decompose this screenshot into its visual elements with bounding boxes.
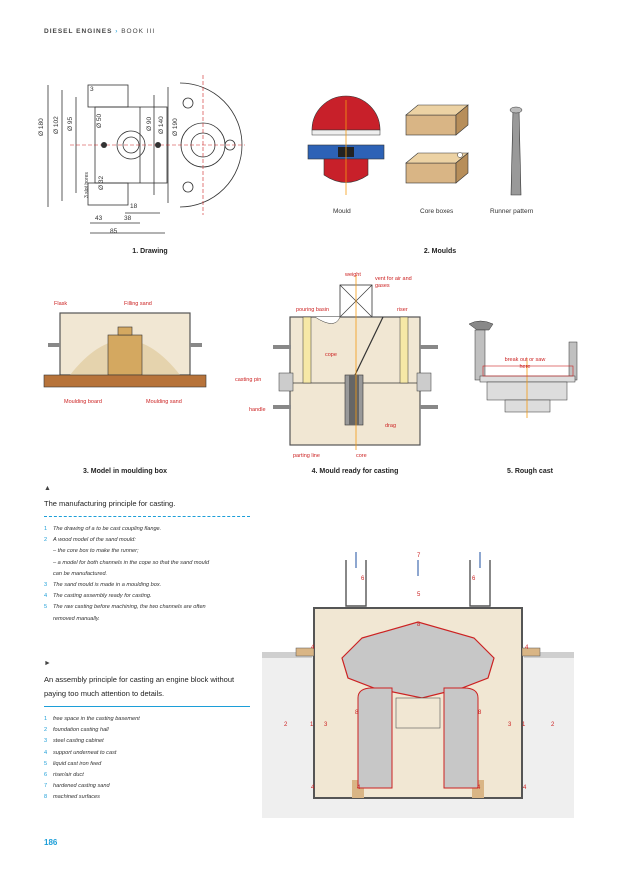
fig3-filling-sand-label: Filling sand xyxy=(124,301,152,307)
dim-d32: Ø 32 xyxy=(98,175,105,190)
engine-label-1-left: 1 xyxy=(310,722,314,728)
engine-label-5: 5 xyxy=(417,592,421,598)
engine-label-7: 7 xyxy=(417,553,421,559)
header-book-title: DIESEL ENGINES xyxy=(44,28,113,35)
dim-43: 43 xyxy=(95,215,103,222)
running-header: DIESEL ENGINES › BOOK III xyxy=(44,28,155,35)
section2-marker: ► xyxy=(44,660,51,667)
engine-label-1-right: 1 xyxy=(522,722,526,728)
engine-block-casting-figure xyxy=(262,552,574,818)
engine-label-3-left: 3 xyxy=(324,722,328,728)
header-separator: › xyxy=(115,28,119,35)
fig4-parting-line-label: parting line xyxy=(293,453,320,459)
fig2-runner-pattern-label: Runner pattern xyxy=(490,208,534,215)
fig4-pouring-basin-label: pouring basin xyxy=(296,307,330,313)
fig4-riser-label: riser xyxy=(397,307,408,313)
engine-label-2-right: 2 xyxy=(551,722,555,728)
fig4-casting-pin-label: casting pin xyxy=(235,377,262,383)
list-item: removed manually. xyxy=(53,615,100,622)
fig3-moulding-board-label: Moulding board xyxy=(64,399,102,405)
engine-label-4-top-right: 4 xyxy=(525,645,529,651)
dim-85: 85 xyxy=(110,228,118,235)
engine-label-6-right: 6 xyxy=(472,576,476,582)
engine-label-8-left: 8 xyxy=(355,710,359,716)
dim-d140: Ø 140 xyxy=(158,116,165,134)
section2-heading-line2: paying too much attention to details. xyxy=(44,689,165,698)
fig5-break-out-label: break out or saw here xyxy=(504,357,546,370)
section1-divider xyxy=(44,516,250,517)
engine-label-4-bottom-2: 4 xyxy=(357,785,361,791)
fig3-caption: 3. Model in moulding box xyxy=(83,468,167,475)
fig4-weight-label: weight xyxy=(345,272,361,278)
dim-38: 38 xyxy=(124,215,132,222)
dim-vertical-label: 3 slot bores xyxy=(84,172,90,198)
engine-label-4-bottom-3: 4 xyxy=(477,785,481,791)
section2-divider xyxy=(44,706,250,707)
dim-18: 18 xyxy=(130,203,138,210)
header-book-number: BOOK III xyxy=(121,28,156,35)
engine-label-3-right: 3 xyxy=(508,722,512,728)
dim-d90: Ø 90 xyxy=(146,116,153,131)
dim-3: 3 xyxy=(90,86,94,93)
fig3-moulding-box xyxy=(43,312,207,388)
list-item: – a model for both channels in the cope … xyxy=(53,559,210,566)
engine-label-4-bottom-4: 4 xyxy=(523,785,527,791)
fig2-mould-label: Mould xyxy=(333,208,351,215)
fig4-vent-label: vent for air and gases xyxy=(375,276,412,289)
dim-d95: Ø 95 xyxy=(67,116,74,131)
engine-label-8-top: 8 xyxy=(417,622,421,628)
section2-heading-line1: An assembly principle for casting an eng… xyxy=(44,675,235,684)
dim-d50: Ø 50 xyxy=(96,113,103,128)
fig4-mould-ready xyxy=(273,275,438,450)
fig1-caption: 1. Drawing xyxy=(132,248,168,255)
fig5-caption: 5. Rough cast xyxy=(507,468,553,475)
dim-d102: Ø 102 xyxy=(53,116,60,134)
engine-label-4-bottom-1: 4 xyxy=(311,785,315,791)
fig5-rough-cast xyxy=(468,320,578,418)
section1-marker: ▲ xyxy=(44,485,51,492)
fig4-drag-label: drag xyxy=(385,423,397,429)
fig2-core-boxes-label: Core boxes xyxy=(420,208,454,215)
page-number: 186 xyxy=(44,838,58,847)
fig4-handle-label: handle xyxy=(249,407,266,413)
fig3-flask-label: Flask xyxy=(54,301,68,307)
engine-label-8-right: 8 xyxy=(478,710,482,716)
dim-d190: Ø 190 xyxy=(172,118,179,136)
fig4-caption: 4. Mould ready for casting xyxy=(311,468,399,475)
list-item: can be manufactured. xyxy=(53,570,108,577)
fig1-drawing xyxy=(47,75,245,234)
list-item: – the core box to make the runner; xyxy=(53,548,139,555)
fig2-moulds xyxy=(307,95,523,196)
engine-label-4-top-left: 4 xyxy=(311,645,315,651)
fig2-caption: 2. Moulds xyxy=(423,248,457,255)
dim-d180: Ø 180 xyxy=(38,118,45,136)
engine-label-6-left: 6 xyxy=(361,576,365,582)
fig3-moulding-sand-label: Moulding sand xyxy=(146,399,182,405)
fig4-core-label: core xyxy=(356,453,367,459)
fig4-cope-label: cope xyxy=(325,352,337,358)
engine-label-2-left: 2 xyxy=(284,722,288,728)
section1-heading: The manufacturing principle for casting. xyxy=(44,499,176,508)
